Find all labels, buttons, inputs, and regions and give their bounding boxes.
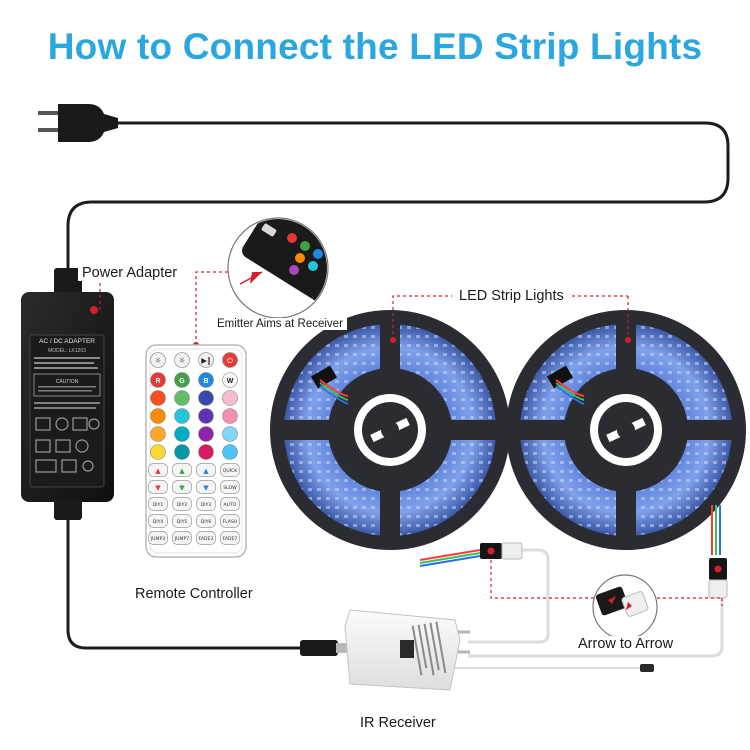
remote-function-button: QUICK [221,464,240,477]
adapter-caution-text: CAUTION [56,379,79,385]
remote-function-button: ▲ [197,464,216,477]
led-reel-left [270,310,510,550]
remote-function-button: AUTO [221,498,240,511]
connector-right [709,558,727,598]
remote-color-button [199,409,214,424]
remote-color-letter: G [179,378,185,385]
remote-function-label: DIY2 [177,502,188,508]
remote-color-button [199,391,214,406]
remote-function-button: DIY1 [149,498,168,511]
ir-receiver [345,610,470,690]
reel-right-rgb-wire [712,505,720,555]
remote-function-label: ▼ [203,484,209,492]
remote-top-symbol: ▶‖ [201,356,211,365]
remote-color-letter: B [203,378,208,385]
remote-color-letter: R [155,378,160,385]
remote-color-button [223,409,238,424]
remote-function-button: ▲ [173,464,192,477]
remote-color-button [151,391,166,406]
remote-function-button: DIY6 [197,515,216,528]
remote-function-label: FLASH [223,519,238,525]
remote-color-button [151,445,166,460]
remote-color-button [223,391,238,406]
label-arrow-to-arrow: Arrow to Arrow [574,636,677,652]
receiver-wire-left [468,550,548,642]
ir-sensor-tip [640,664,654,672]
remote-top-button: ⏻ [223,353,238,368]
adapter-model-text: MODEL: LX1203 [48,348,86,354]
remote-function-label: ▼ [155,484,161,492]
remote-function-button: DIY3 [197,498,216,511]
dc-plug [300,640,348,656]
remote-controller: ☼ ☼ ▶‖ ⏻ R G B W ▲ ▲ ▲ QUICK ▼ ▼ ▼ SLOW DIY1 DIY2 DIY3 AU… [146,345,246,557]
led-reel-right [506,310,746,550]
remote-function-label: ▲ [155,467,161,475]
remote-function-label: ▲ [203,467,209,475]
remote-function-label: QUICK [223,468,239,474]
remote-function-button: FADE3 [197,532,216,545]
remote-function-button: JUMP7 [173,532,192,545]
power-cable [68,123,728,268]
remote-function-label: FADE3 [199,536,214,542]
remote-top-button: ▶‖ [199,353,214,368]
remote-function-button: ▼ [149,481,168,494]
remote-function-button: DIY4 [149,515,168,528]
remote-function-button: ▼ [197,481,216,494]
remote-color-button [175,427,190,442]
remote-top-symbol: ☼ [155,356,162,365]
remote-function-button: FADE7 [221,532,240,545]
remote-color-letter: W [227,378,234,385]
remote-color-button [175,409,190,424]
remote-function-label: SLOW [223,485,237,491]
label-led-strip: LED Strip Lights [455,288,568,304]
remote-color-button [223,427,238,442]
reel-left-rgb-wire [420,550,480,566]
remote-function-label: DIY4 [153,519,164,525]
remote-function-label: DIY1 [153,502,164,508]
label-power-adapter: Power Adapter [78,265,181,281]
remote-function-label: ▼ [179,484,185,492]
remote-function-button: ▲ [149,464,168,477]
remote-function-label: DIY5 [177,519,188,525]
remote-color-button [151,409,166,424]
remote-color-button [175,445,190,460]
remote-color-button [151,427,166,442]
label-remote-controller: Remote Controller [131,586,257,602]
remote-function-label: JUMP7 [174,536,189,542]
remote-function-label: FADE7 [223,536,238,542]
remote-color-button [175,391,190,406]
remote-function-button: ▼ [173,481,192,494]
remote-function-label: DIY3 [201,502,212,508]
remote-function-button: DIY5 [173,515,192,528]
emitter-zoom-circle [228,194,378,318]
remote-function-label: AUTO [224,502,237,508]
remote-function-button: DIY2 [173,498,192,511]
remote-function-button: JUMP3 [149,532,168,545]
remote-function-label: JUMP3 [150,536,165,542]
remote-function-label: DIY6 [201,519,212,525]
remote-top-symbol: ☼ [179,356,186,365]
remote-function-button: FLASH [221,515,240,528]
arrow-zoom-circle [593,575,657,639]
remote-top-button: ☼ [151,353,166,368]
remote-top-button: ☼ [175,353,190,368]
label-ir-receiver: IR Receiver [356,715,440,731]
remote-function-button: SLOW [221,481,240,494]
remote-color-button [223,445,238,460]
wall-plug-icon [38,104,118,142]
power-adapter: AC / DC ADAPTER MODEL: LX1203 CAUTION [21,268,114,520]
remote-function-label: ▲ [179,467,185,475]
adapter-header-text: AC / DC ADAPTER [39,338,95,345]
connector-left [480,543,522,559]
remote-color-button [199,445,214,460]
remote-color-button [199,427,214,442]
label-emitter: Emitter Aims at Receiver [213,318,347,330]
